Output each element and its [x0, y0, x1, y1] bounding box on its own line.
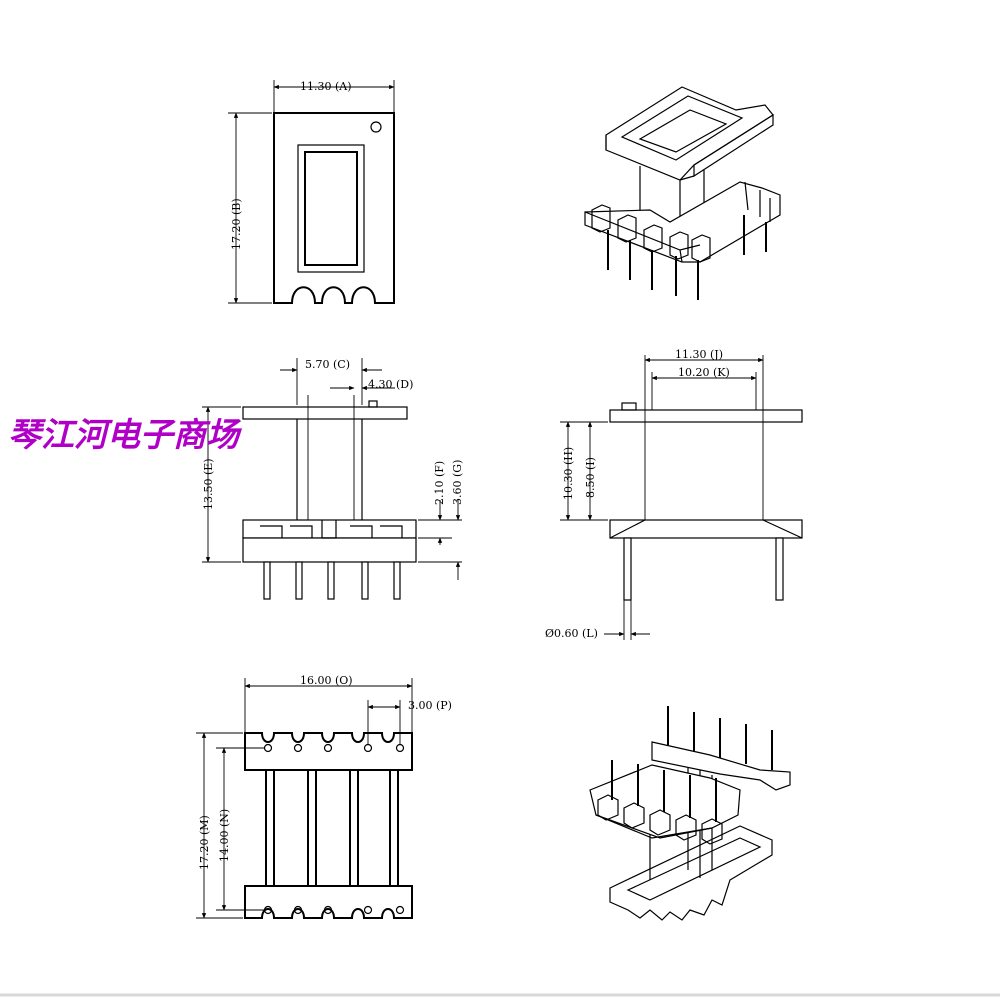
- bottom-view: 16.00 (O) 3.00 (P) 17.20 (M) 14.00 (N): [196, 674, 452, 919]
- iso-bottom-base: [584, 181, 781, 263]
- top-view-hole: [370, 121, 382, 133]
- dim-c-label: 5.70 (C): [305, 358, 350, 371]
- front-bottom-flange: [242, 519, 417, 539]
- dim-p-label: 3.00 (P): [408, 699, 452, 712]
- watermark-text: 琴江河电子商场: [8, 415, 242, 454]
- dim-g-label: 3.60 (G): [451, 460, 464, 505]
- iso-bottom-top-flange: [651, 741, 791, 791]
- front-pin-5: [393, 561, 401, 600]
- dim-j-label: 11.30 (J): [675, 348, 723, 361]
- bottom-view-top-flange: [244, 732, 413, 771]
- iso-bottom-base-plate: [609, 825, 773, 921]
- dim-n-label: 14.00 (N): [218, 809, 231, 862]
- iso-top-flange: [605, 86, 774, 181]
- side-view: 11.30 (J) 10.20 (K) 10.30 (H) 8.50 (I) Ø…: [545, 348, 803, 640]
- front-pin-1: [263, 561, 271, 600]
- dim-d-label: 4.30 (D): [368, 378, 413, 391]
- top-view: 11.30 (A) 17.20 (B): [228, 80, 395, 304]
- isometric-view-bottom: [589, 706, 791, 921]
- dim-f-label: 2.10 (F): [433, 461, 446, 505]
- front-view: 5.70 (C) 4.30 (D) 13.50 (E) 2.10 (F) 3.6…: [202, 358, 464, 600]
- side-pin-left: [623, 537, 632, 601]
- dim-h-label: 10.30 (H): [562, 447, 575, 500]
- dim-a-label: 11.30 (A): [300, 80, 352, 93]
- dim-o-label: 16.00 (O): [300, 674, 353, 687]
- top-view-window-outer: [297, 144, 365, 273]
- side-pin-right: [775, 537, 784, 601]
- side-bottom-flange: [609, 519, 803, 539]
- dim-e-label: 13.50 (E): [202, 458, 215, 510]
- front-pin-4: [361, 561, 369, 600]
- front-pin-3: [327, 561, 335, 600]
- dim-k-label: 10.20 (K): [678, 366, 730, 379]
- bottom-view-bottom-flange: [244, 885, 413, 919]
- dim-m-label: 17.20 (M): [198, 815, 211, 870]
- dim-i-label: 8.50 (I): [584, 457, 597, 498]
- dim-b-label: 17.20 (B): [230, 198, 243, 250]
- dim-l-label: Ø0.60 (L): [545, 627, 598, 640]
- side-top-flange: [609, 409, 803, 423]
- top-view-outline: [273, 112, 395, 304]
- top-view-window-inner: [304, 151, 358, 266]
- front-pin-2: [295, 561, 303, 600]
- front-top-flange: [242, 406, 408, 420]
- isometric-view-top: [584, 86, 781, 300]
